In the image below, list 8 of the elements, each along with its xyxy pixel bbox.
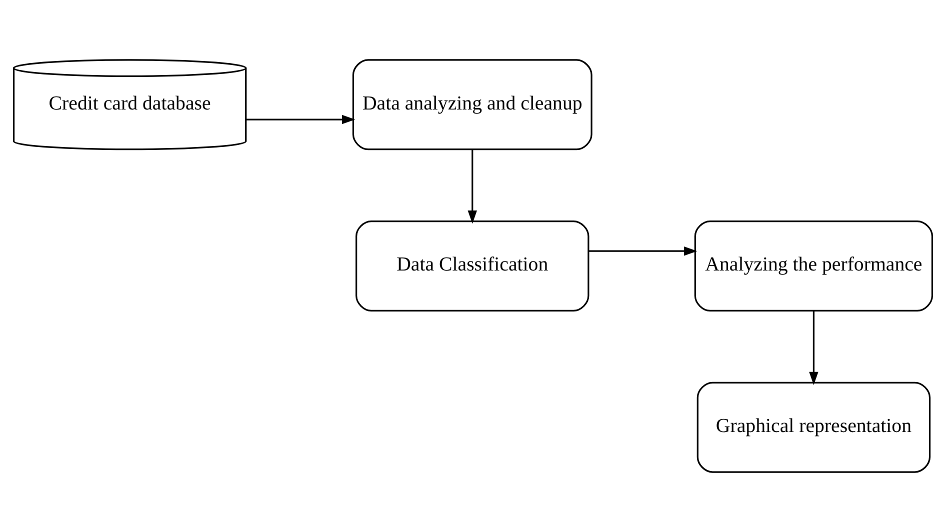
node-box: Data analyzing and cleanup [352,59,592,150]
arrow [468,150,477,224]
node-box: Analyzing the performance [694,220,934,312]
arrow [809,310,818,386]
node-box: Data Classification [356,220,590,312]
arrow [588,246,698,256]
arrow [246,114,356,124]
node-box: Graphical representation [696,382,931,473]
